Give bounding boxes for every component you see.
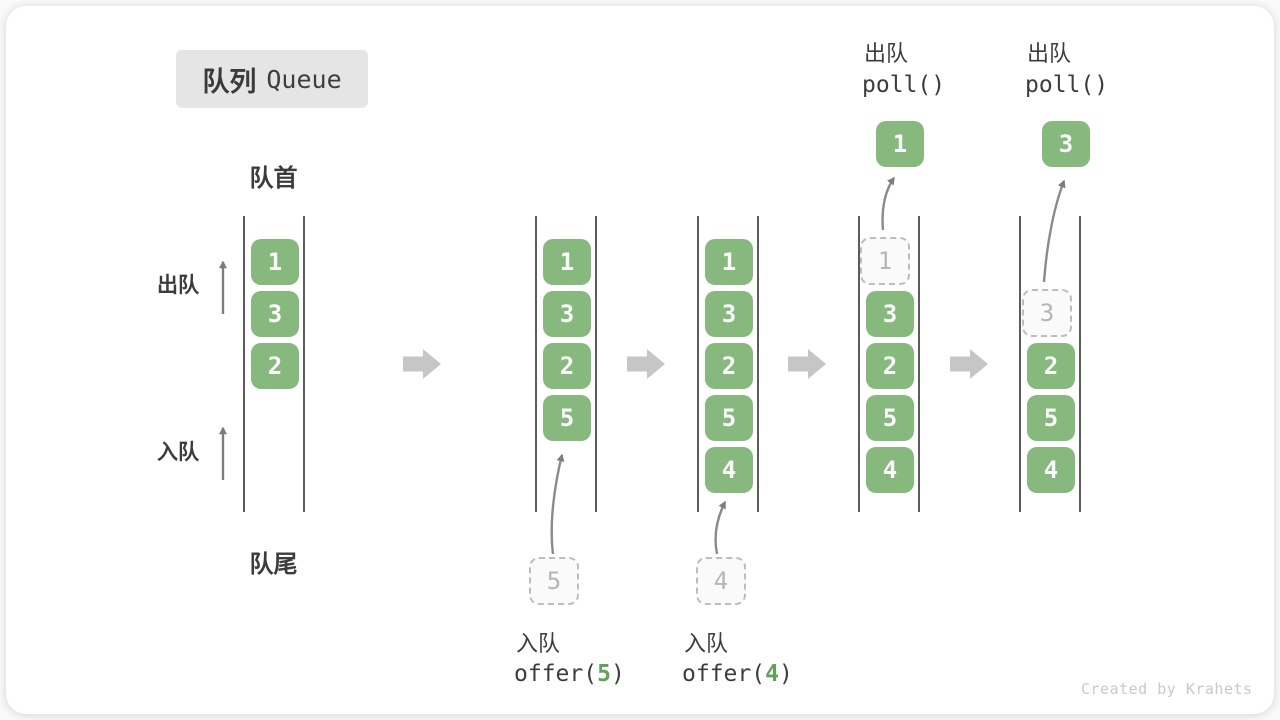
queue3-right-wall (757, 216, 759, 512)
queue3-cell: 3 (705, 291, 753, 337)
queue2-cell: 5 (543, 395, 591, 441)
queue5-left-wall (1019, 216, 1021, 512)
watermark: Created by Krahets (1081, 680, 1253, 698)
title-badge: 队列 Queue (176, 50, 368, 108)
state-transition-arrow (788, 349, 826, 379)
queue4-cell: 5 (866, 395, 914, 441)
code-arg: 5 (597, 661, 611, 687)
queue3-cell: 2 (705, 343, 753, 389)
label-enqueue-side: 入队 (157, 441, 199, 464)
code-close: ) (778, 661, 793, 687)
queue1-cell: 3 (251, 291, 299, 337)
label-enqueue-op1: 入队 (516, 631, 561, 656)
queue2-right-wall (595, 216, 597, 512)
title-zh: 队列 (202, 66, 257, 97)
queue5-cell: 4 (1027, 447, 1075, 493)
queue5-cell: 5 (1027, 395, 1075, 441)
code-poll-2: poll() (1025, 72, 1109, 98)
state-transition-arrow (950, 349, 988, 379)
label-enqueue-op2: 入队 (684, 631, 729, 656)
queue1-left-wall (243, 216, 245, 512)
queue4-cell: 4 (866, 447, 914, 493)
queue5-cell: 2 (1027, 343, 1075, 389)
queue1-cell: 2 (251, 343, 299, 389)
code-fn: offer( (514, 661, 598, 687)
code-poll-1: poll() (862, 72, 946, 98)
arrows-overlay (218, 176, 1066, 555)
label-queue-rear: 队尾 (249, 551, 298, 578)
queue5-ghost-box: 3 (1022, 289, 1072, 337)
queue3-left-wall (697, 216, 699, 512)
poll-arrow-q5 (1042, 179, 1066, 283)
queue3-staging-box: 4 (696, 557, 746, 605)
queue1-cell: 1 (251, 239, 299, 285)
queue4-ghost-box: 1 (860, 237, 910, 285)
title-en: Queue (266, 64, 342, 94)
queue3-cell: 5 (705, 395, 753, 441)
label-queue-front: 队首 (249, 165, 298, 192)
poll-arrow-q4 (881, 176, 895, 231)
queue2-cell: 2 (543, 343, 591, 389)
enqueue-arrow-q2 (550, 453, 565, 555)
label-dequeue-side: 出队 (157, 274, 199, 297)
queue2-staging-box: 5 (529, 557, 579, 605)
code-arg: 4 (765, 661, 779, 687)
code-fn: offer( (682, 661, 766, 687)
queue3-cell: 4 (705, 447, 753, 493)
code-offer-5: offer(5) (514, 661, 625, 687)
enqueue-arrow-q3 (714, 500, 727, 555)
queue2-cell: 3 (543, 291, 591, 337)
diagram-card: 队列 Queue 队首 队尾 出队 入队 1 3 2 1 3 2 5 5 1 3… (6, 6, 1274, 714)
queue2-cell: 1 (543, 239, 591, 285)
queue4-polled-cell: 1 (876, 121, 924, 167)
queue4-cell: 2 (866, 343, 914, 389)
queue2-left-wall (535, 216, 537, 512)
queue3-cell: 1 (705, 239, 753, 285)
state-transition-arrow (627, 349, 665, 379)
queue4-left-wall (858, 216, 860, 512)
queue1-right-wall (303, 216, 305, 512)
queue4-cell: 3 (866, 291, 914, 337)
queue5-polled-cell: 3 (1042, 121, 1090, 167)
queue4-right-wall (918, 216, 920, 512)
label-dequeue-op1: 出队 (864, 41, 909, 66)
code-close: ) (610, 661, 625, 687)
queue5-right-wall (1079, 216, 1081, 512)
state-transition-arrow (403, 349, 441, 379)
label-dequeue-op2: 出队 (1027, 41, 1072, 66)
code-offer-4: offer(4) (682, 661, 793, 687)
